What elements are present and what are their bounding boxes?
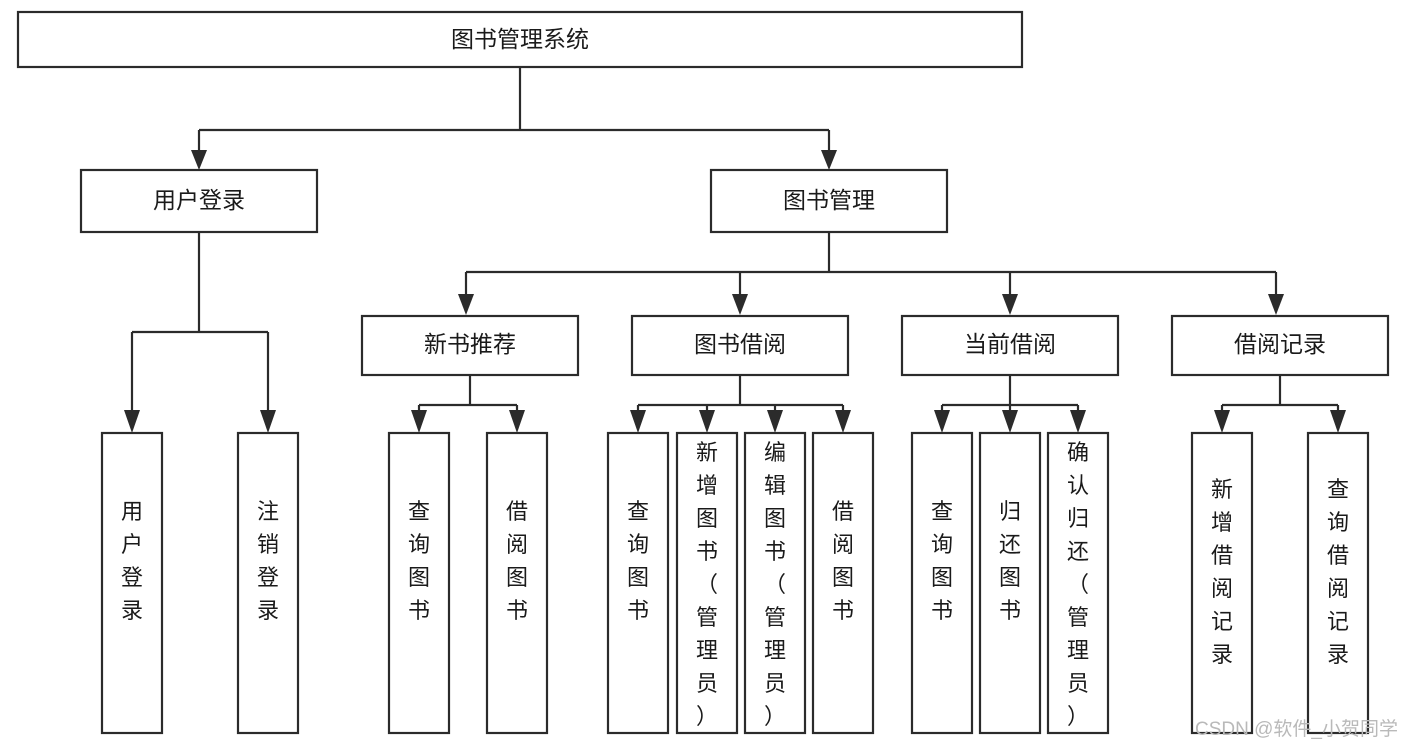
leaf-box-br-1[interactable] <box>1306 431 1370 735</box>
arrow-head-cb-1 <box>1002 410 1018 433</box>
node-new-book-recommend-label: 新书推荐 <box>424 331 516 357</box>
leaf-label-ul-1: 注销登录 <box>257 499 279 623</box>
node-current-borrow-box[interactable] <box>900 314 1120 377</box>
node-root-label: 图书管理系统 <box>451 26 589 52</box>
leaf-label-ul-0: 用户登录 <box>121 499 143 623</box>
leaf-node-book-borrow-0[interactable]: 查询图书 <box>606 431 670 735</box>
leaf-box-bb-3[interactable] <box>811 431 875 735</box>
node-borrow-records-box[interactable] <box>1170 314 1390 377</box>
leaf-node-borrow-records-1[interactable]: 查询借阅记录 <box>1306 431 1370 735</box>
connector-book-manage-to-level3 <box>458 232 1284 315</box>
node-book-management[interactable]: 图书管理 <box>709 168 949 234</box>
leaf-node-new-book-0[interactable]: 查询图书 <box>387 431 451 735</box>
leaf-label-br-0: 新增借阅记录 <box>1211 477 1233 667</box>
node-book-management-label: 图书管理 <box>783 187 875 213</box>
leaf-label-bb-2: 编辑图书（管理员） <box>764 440 786 729</box>
leaf-box-cb-2[interactable] <box>1046 431 1110 735</box>
leaf-node-book-borrow-3[interactable]: 借阅图书 <box>811 431 875 735</box>
leaf-label-bb-0: 查询图书 <box>627 499 649 623</box>
leaf-node-book-borrow-1[interactable]: 新增图书（管理员） <box>675 431 739 735</box>
leaf-node-current-borrow-2[interactable]: 确认归还（管理员） <box>1046 431 1110 735</box>
arrow-head-ul-1 <box>260 410 276 433</box>
node-borrow-records[interactable]: 借阅记录 <box>1170 314 1390 377</box>
leaf-box-bb-2[interactable] <box>743 431 807 735</box>
leaf-box-nb-0[interactable] <box>387 431 451 735</box>
node-new-book-recommend-box[interactable] <box>360 314 580 377</box>
node-book-borrow-box[interactable] <box>630 314 850 377</box>
connector-user-login-to-leaves <box>124 232 276 433</box>
arrow-head-bb-1 <box>699 410 715 433</box>
node-user-login-label: 用户登录 <box>153 187 245 213</box>
arrow-head-cb-0 <box>934 410 950 433</box>
connector-new-book-to-leaves <box>411 375 525 433</box>
leaf-box-cb-1[interactable] <box>978 431 1042 735</box>
node-book-borrow-label: 图书借阅 <box>694 331 786 357</box>
leaf-node-user-login-0[interactable]: 用户登录 <box>100 431 164 735</box>
leaf-node-current-borrow-0[interactable]: 查询图书 <box>910 431 974 735</box>
leaf-node-user-login-1[interactable]: 注销登录 <box>236 431 300 735</box>
arrow-head-user-login <box>191 150 207 170</box>
arrow-head-l3-1 <box>732 294 748 315</box>
arrow-head-book-manage <box>821 150 837 170</box>
leaf-node-borrow-records-0[interactable]: 新增借阅记录 <box>1190 431 1254 735</box>
arrow-head-bb-3 <box>835 410 851 433</box>
connector-book-borrow-to-leaves <box>630 375 851 433</box>
leaf-node-book-borrow-2[interactable]: 编辑图书（管理员） <box>743 431 807 735</box>
node-user-login-box[interactable] <box>79 168 319 234</box>
leaf-label-bb-1: 新增图书（管理员） <box>696 440 718 729</box>
arrow-head-ul-0 <box>124 410 140 433</box>
arrow-head-bb-0 <box>630 410 646 433</box>
leaf-box-br-0[interactable] <box>1190 431 1254 735</box>
arrow-head-br-1 <box>1330 410 1346 433</box>
node-root-box[interactable] <box>16 10 1024 69</box>
leaf-label-nb-1: 借阅图书 <box>506 499 528 623</box>
node-borrow-records-label: 借阅记录 <box>1234 331 1326 357</box>
connector-current-borrow-to-leaves <box>934 375 1086 433</box>
csdn-watermark: CSDN @软件_小贺同学 <box>1195 718 1398 740</box>
connector-root-to-level2 <box>191 67 837 170</box>
leaf-label-cb-0: 查询图书 <box>931 499 953 623</box>
leaf-label-bb-3: 借阅图书 <box>832 499 854 623</box>
node-book-borrow[interactable]: 图书借阅 <box>630 314 850 377</box>
leaf-box-ul-0[interactable] <box>100 431 164 735</box>
arrow-head-nb-1 <box>509 410 525 433</box>
node-user-login[interactable]: 用户登录 <box>79 168 319 234</box>
arrow-head-cb-2 <box>1070 410 1086 433</box>
node-new-book-recommend[interactable]: 新书推荐 <box>360 314 580 377</box>
leaf-box-cb-0[interactable] <box>910 431 974 735</box>
node-current-borrow[interactable]: 当前借阅 <box>900 314 1120 377</box>
leaf-box-bb-1[interactable] <box>675 431 739 735</box>
leaf-label-br-1: 查询借阅记录 <box>1327 477 1349 667</box>
leaf-box-nb-1[interactable] <box>485 431 549 735</box>
arrow-head-br-0 <box>1214 410 1230 433</box>
arrow-head-bb-2 <box>767 410 783 433</box>
arrow-head-l3-2 <box>1002 294 1018 315</box>
node-root-book-management-system[interactable]: 图书管理系统 <box>16 10 1024 69</box>
leaf-node-new-book-1[interactable]: 借阅图书 <box>485 431 549 735</box>
node-current-borrow-label: 当前借阅 <box>964 331 1056 357</box>
arrow-head-l3-3 <box>1268 294 1284 315</box>
node-book-management-box[interactable] <box>709 168 949 234</box>
leaf-box-ul-1[interactable] <box>236 431 300 735</box>
connector-borrow-records-to-leaves <box>1214 375 1346 433</box>
leaf-label-nb-0: 查询图书 <box>408 499 430 623</box>
leaf-box-bb-0[interactable] <box>606 431 670 735</box>
arrow-head-l3-0 <box>458 294 474 315</box>
leaf-label-cb-1: 归还图书 <box>999 499 1021 623</box>
leaf-node-current-borrow-1[interactable]: 归还图书 <box>978 431 1042 735</box>
arrow-head-nb-0 <box>411 410 427 433</box>
leaf-label-cb-2: 确认归还（管理员） <box>1067 440 1089 729</box>
